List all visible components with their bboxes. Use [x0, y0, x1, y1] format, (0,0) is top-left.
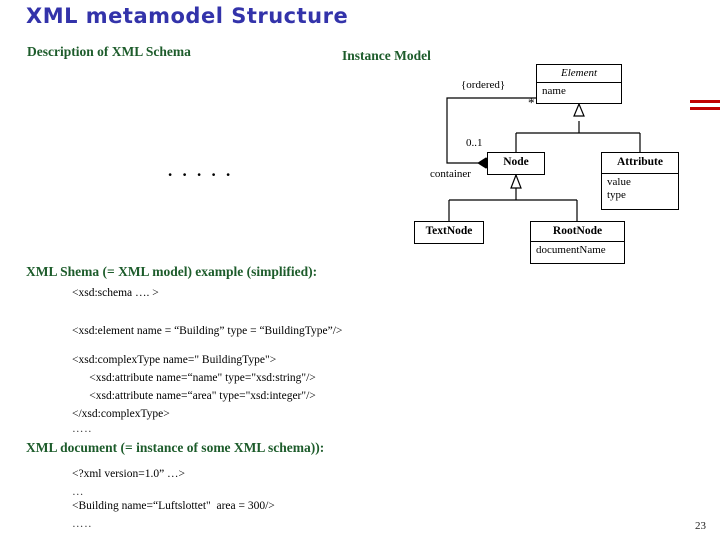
- red-decor-bar-top: [690, 100, 720, 103]
- schema-code-line-1: <xsd:element name = “Building” type = “B…: [72, 325, 343, 337]
- document-code-line-1: …: [72, 486, 85, 498]
- label-zero-one-multiplicity: 0..1: [466, 137, 483, 149]
- heading-xml-document: XML document (= instance of some XML sch…: [26, 440, 325, 455]
- uml-class-attribute-separator: [602, 172, 678, 174]
- label-ordered-constraint: {ordered}: [461, 79, 506, 91]
- uml-class-attribute: Attribute value type: [601, 152, 679, 210]
- uml-class-diagram: Element name Node Attribute value type T…: [414, 64, 679, 264]
- uml-class-element: Element name: [536, 64, 622, 104]
- document-code-line-2: <Building name=“Luftslottet" area = 300/…: [72, 500, 275, 512]
- uml-class-node: Node: [487, 152, 545, 175]
- label-container-role: container: [430, 168, 471, 180]
- uml-class-textnode-name: TextNode: [425, 225, 473, 237]
- uml-class-attribute-attributes: value type: [602, 174, 678, 207]
- generalization-arrow-node: [510, 173, 522, 189]
- label-star-multiplicity: *: [528, 95, 535, 110]
- schema-code-line-0: <xsd:schema …. >: [72, 287, 159, 299]
- heading-instance-model: Instance Model: [342, 48, 431, 63]
- red-decor-bar-bottom: [690, 107, 720, 110]
- uml-class-node-name: Node: [503, 156, 529, 168]
- heading-description-of-xml-schema: Description of XML Schema: [27, 44, 191, 59]
- uml-class-rootnode: RootNode documentName: [530, 221, 625, 264]
- left-placeholder-dots: . . . . .: [168, 161, 234, 180]
- page-number: 23: [695, 520, 706, 532]
- schema-code-line-2: <xsd:complexType name=" BuildingType">: [72, 354, 277, 366]
- document-code-line-0: <?xml version=1.0” …>: [72, 468, 186, 480]
- heading-xml-schema-example: XML Shema (= XML model) example (simplif…: [26, 264, 318, 279]
- schema-code-line-5: </xsd:complexType>: [72, 408, 170, 420]
- uml-class-rootnode-attributes: documentName: [536, 243, 606, 256]
- uml-class-rootnode-separator: [531, 240, 624, 242]
- composition-line: [446, 97, 536, 164]
- uml-class-element-name: Element: [560, 67, 598, 79]
- uml-class-textnode: TextNode: [414, 221, 484, 244]
- generalization-arrow-element: [573, 102, 585, 117]
- schema-code-line-6: …..: [72, 423, 93, 435]
- uml-class-element-separator: [537, 82, 621, 83]
- uml-attr-type: type: [607, 189, 626, 202]
- uml-class-rootnode-name: RootNode: [552, 225, 603, 237]
- uml-class-element-attributes: name: [542, 85, 566, 97]
- uml-class-attribute-name: Attribute: [617, 156, 663, 168]
- document-code-line-3: …..: [72, 518, 93, 530]
- uml-attr-value: value: [607, 175, 631, 188]
- schema-code-line-4: <xsd:attribute name=“area" type="xsd:int…: [72, 390, 316, 402]
- page-title: XML metamodel Structure: [26, 4, 349, 28]
- schema-code-line-3: <xsd:attribute name=“name" type="xsd:str…: [72, 372, 316, 384]
